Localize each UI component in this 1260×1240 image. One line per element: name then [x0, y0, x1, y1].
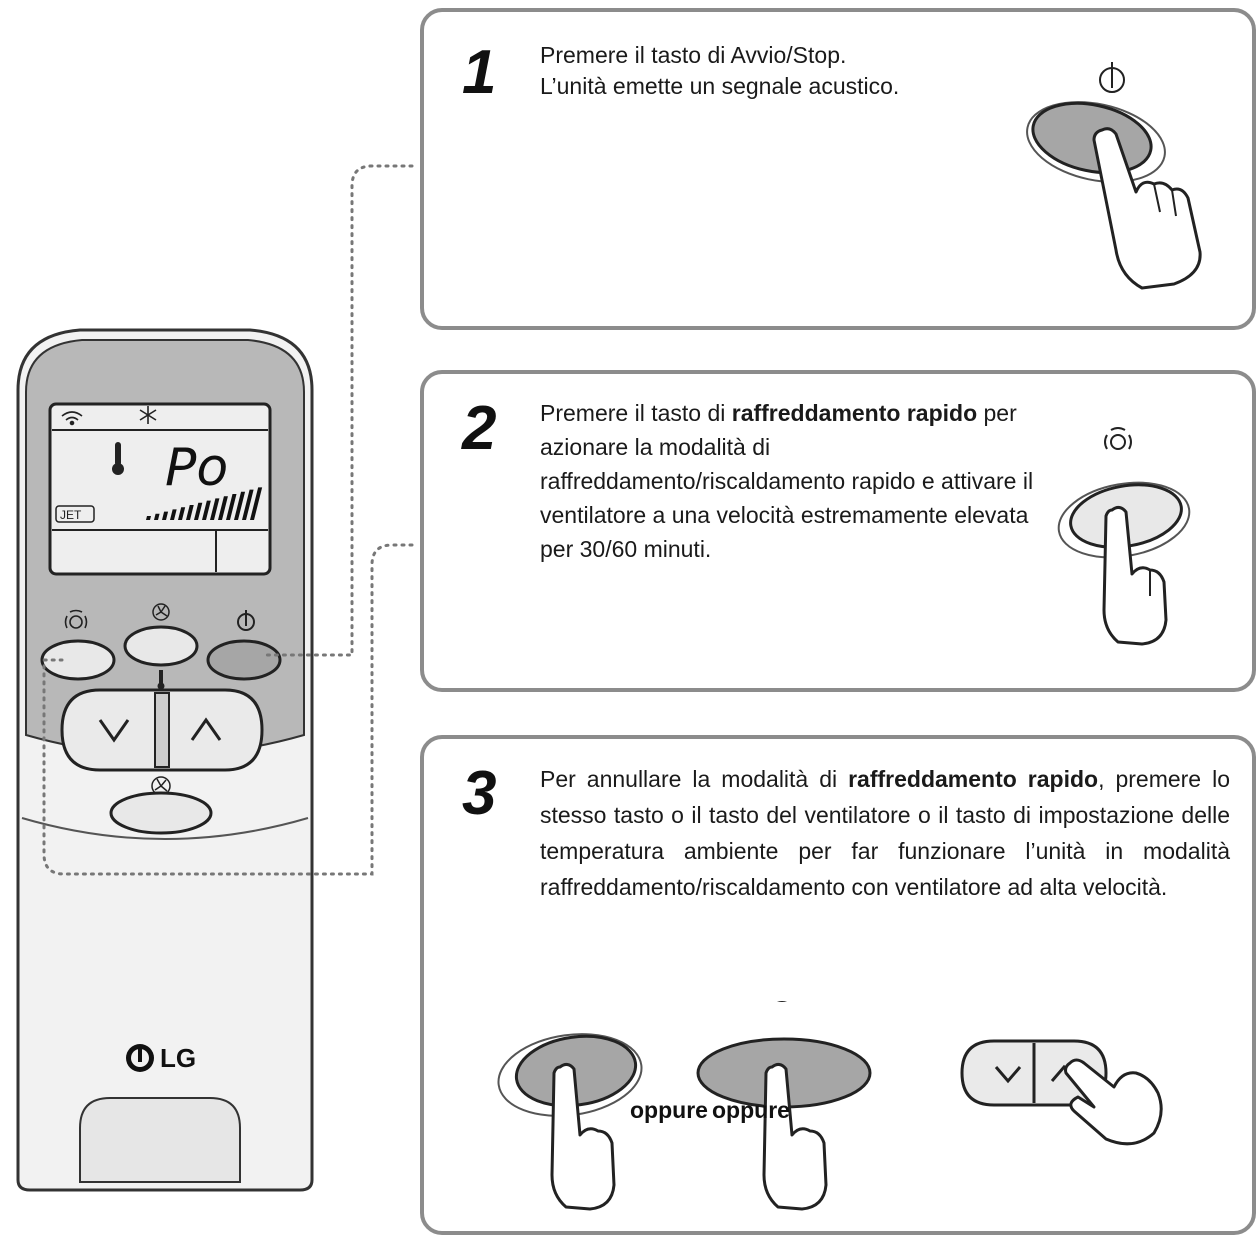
- press-power-illustration: [1026, 62, 1202, 290]
- fan-speed-bar: [202, 500, 211, 520]
- fan-speed-bar: [250, 487, 263, 520]
- svg-text:LG: LG: [160, 1043, 196, 1073]
- step-1-line-2: L’unità emette un segnale acustico.: [540, 73, 900, 99]
- lcd-code: Po: [165, 438, 228, 498]
- pointing-hand-icon: [550, 1062, 616, 1211]
- pointing-hand-icon: [762, 1062, 828, 1211]
- jet-cool-icon: [1104, 427, 1132, 450]
- step-3-text-end: , premere lo stesso tasto o il tasto del…: [540, 766, 1230, 900]
- fan-speed-bar: [170, 509, 177, 520]
- fan-speed-bar: [226, 494, 237, 520]
- step-1-text: Premere il tasto di Avvio/Stop. L’unità …: [540, 40, 899, 102]
- fan-speed-bar: [210, 498, 220, 520]
- step-2-text: Premere il tasto di raffreddamento rapid…: [540, 396, 1040, 566]
- fan-speed-bars: [146, 487, 263, 520]
- step-2-text-end: per azionare la modalità di raffreddamen…: [540, 400, 1034, 562]
- fan-speed-bar: [234, 491, 246, 520]
- pointing-hand-icon: [1092, 127, 1202, 290]
- fan-speed-bar: [178, 507, 186, 520]
- step-3-text-bold: raffreddamento rapido: [848, 766, 1099, 792]
- step-number: 2: [462, 394, 497, 463]
- or-label: oppure: [630, 1097, 708, 1123]
- signal-icon: [61, 411, 83, 426]
- fan-speed-bar: [154, 513, 160, 520]
- fan-speed-button[interactable]: [123, 625, 199, 667]
- or-label: oppure: [712, 1097, 790, 1123]
- step-3-text-start: Per annullare la modalità di: [540, 766, 849, 792]
- snowflake-icon: [139, 406, 157, 424]
- step-1-line-1: Premere il tasto di Avvio/Stop.: [540, 42, 847, 68]
- jet-cool-button[interactable]: [40, 639, 116, 681]
- step-2-text-bold: raffreddamento rapido: [731, 400, 978, 426]
- fan-speed-bar: [242, 489, 254, 520]
- press-jet-cool-illustration: [1057, 427, 1191, 646]
- fan-button[interactable]: [109, 791, 213, 835]
- lcd-jet-badge: JET: [60, 508, 82, 522]
- step-3-text: Per annullare la modalità di raffreddame…: [540, 761, 1230, 905]
- step-number: 1: [462, 38, 497, 107]
- step-3-panel: 3 Per annullare la modalità di raffredda…: [420, 735, 1256, 1235]
- pointing-hand-icon: [1102, 505, 1168, 646]
- step-2-panel: 2 Premere il tasto di raffreddamento rap…: [420, 370, 1256, 692]
- step-number: 3: [462, 759, 497, 828]
- power-button[interactable]: [206, 639, 282, 681]
- step-2-text-start: Premere il tasto di: [540, 400, 732, 426]
- fan-speed-bar: [194, 502, 203, 520]
- pointing-hand-icon: [1064, 1058, 1163, 1146]
- cancel-options-illustration: [497, 1001, 1163, 1211]
- fan-speed-bar: [162, 511, 169, 520]
- battery-cover: [79, 1097, 241, 1183]
- power-icon: [1099, 62, 1125, 93]
- lg-logo: LG: [126, 1043, 196, 1073]
- fan-speed-bar: [146, 516, 151, 520]
- step-1-panel: 1 Premere il tasto di Avvio/Stop. L’unit…: [420, 8, 1256, 330]
- fan-speed-bar: [218, 496, 228, 520]
- remote-control: Po JET LG: [16, 328, 314, 1192]
- thermometer-icon: [112, 442, 124, 475]
- fan-speed-bar: [186, 505, 194, 520]
